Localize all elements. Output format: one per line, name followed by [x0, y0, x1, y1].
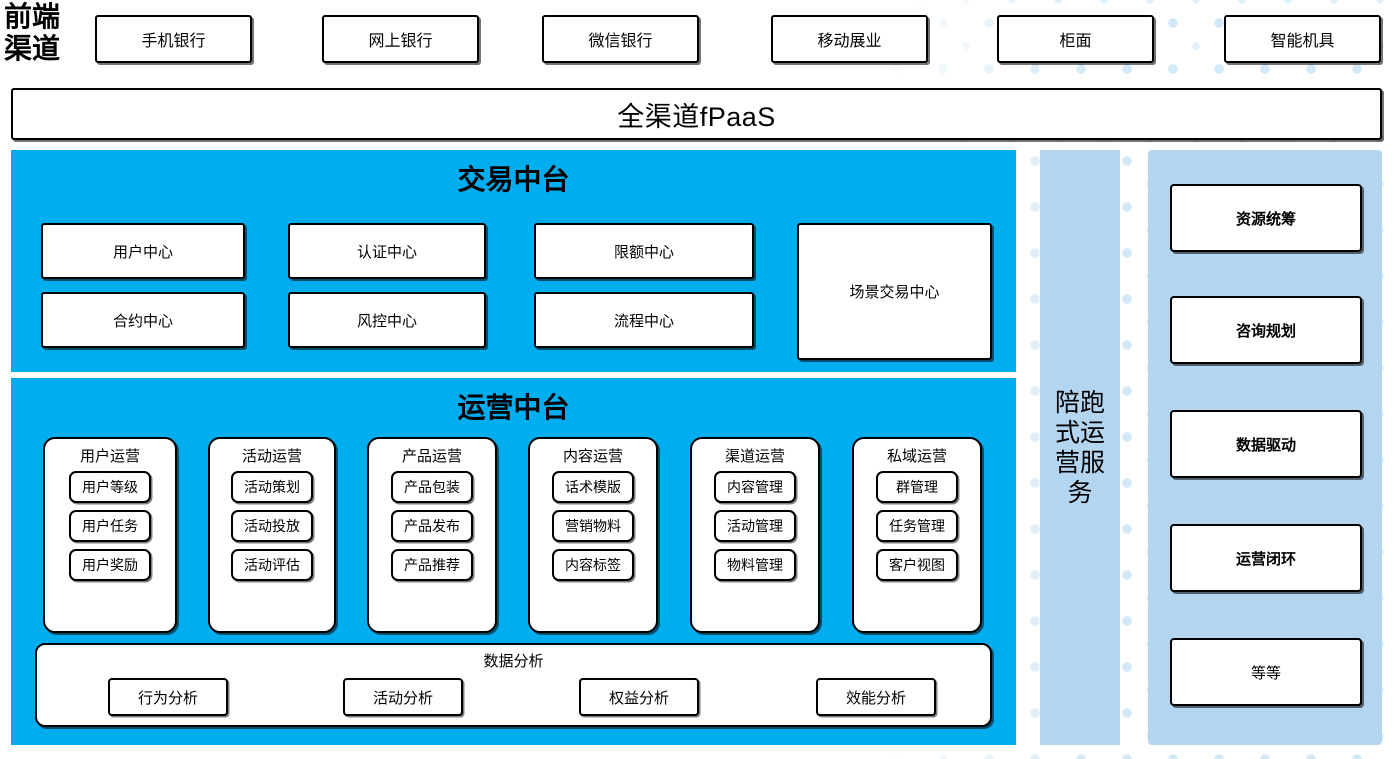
ops-item[interactable]: 群管理	[876, 471, 958, 503]
accompany-service-label: 陪跑式运营服务	[1054, 388, 1105, 507]
ops-group-title: 渠道运营	[724, 448, 785, 465]
omnichannel-fpaas-bar[interactable]: 全渠道fPaaS	[11, 88, 1382, 140]
ops-group-channel-operations[interactable]: 渠道运营 内容管理 活动管理 物料管理	[690, 437, 820, 633]
ops-item[interactable]: 内容管理	[714, 471, 796, 503]
value-box-data-driven[interactable]: 数据驱动	[1170, 410, 1362, 478]
trade-box-limit-center[interactable]: 限额中心	[534, 223, 754, 279]
ops-item[interactable]: 营销物料	[552, 510, 634, 542]
value-box-etc[interactable]: 等等	[1170, 638, 1362, 706]
ops-item[interactable]: 产品发布	[391, 510, 473, 542]
channel-box-online-bank[interactable]: 网上银行	[322, 15, 479, 63]
data-analysis-box-campaign[interactable]: 活动分析	[343, 678, 463, 716]
ops-item[interactable]: 话术模版	[552, 471, 634, 503]
channel-box-mobile-biz[interactable]: 移动展业	[771, 15, 928, 63]
ops-item[interactable]: 客户视图	[876, 549, 958, 581]
ops-item[interactable]: 物料管理	[714, 549, 796, 581]
trade-box-process-center[interactable]: 流程中心	[534, 292, 754, 348]
value-box-consulting-planning[interactable]: 咨询规划	[1170, 296, 1362, 364]
ops-item[interactable]: 用户任务	[69, 510, 151, 542]
ops-item[interactable]: 活动评估	[231, 549, 313, 581]
trade-platform-title: 交易中台	[457, 165, 570, 196]
front-end-channel-label: 前端渠道	[4, 2, 61, 65]
ops-group-title: 用户运营	[79, 448, 140, 465]
ops-group-title: 产品运营	[401, 448, 462, 465]
ops-item[interactable]: 活动管理	[714, 510, 796, 542]
ops-item[interactable]: 活动策划	[231, 471, 313, 503]
data-analysis-box-efficiency[interactable]: 效能分析	[816, 678, 936, 716]
ops-item[interactable]: 用户等级	[69, 471, 151, 503]
ops-group-product-operations[interactable]: 产品运营 产品包装 产品发布 产品推荐	[367, 437, 497, 633]
ops-item[interactable]: 任务管理	[876, 510, 958, 542]
data-analysis-box-behavior[interactable]: 行为分析	[108, 678, 228, 716]
ops-group-user-operations[interactable]: 用户运营 用户等级 用户任务 用户奖励	[43, 437, 177, 633]
data-analysis-box-benefit[interactable]: 权益分析	[579, 678, 699, 716]
ops-group-title: 内容运营	[562, 448, 623, 465]
ops-item[interactable]: 产品推荐	[391, 549, 473, 581]
ops-item[interactable]: 产品包装	[391, 471, 473, 503]
accompany-service-column: 陪跑式运营服务	[1040, 150, 1120, 745]
ops-item[interactable]: 用户奖励	[69, 549, 151, 581]
data-analysis-title: 数据分析	[483, 653, 544, 670]
trade-box-contract-center[interactable]: 合约中心	[41, 292, 245, 348]
ops-group-private-domain-operations[interactable]: 私域运营 群管理 任务管理 客户视图	[852, 437, 982, 633]
value-box-operation-closed-loop[interactable]: 运营闭环	[1170, 524, 1362, 592]
ops-group-title: 私域运营	[886, 448, 947, 465]
value-box-resource-coordination[interactable]: 资源统筹	[1170, 184, 1362, 252]
data-analysis-strip: 数据分析 行为分析 活动分析 权益分析 效能分析	[35, 643, 992, 727]
channel-box-mobile-bank[interactable]: 手机银行	[95, 15, 252, 63]
channel-box-counter[interactable]: 柜面	[997, 15, 1154, 63]
trade-box-scene-transaction-center[interactable]: 场景交易中心	[797, 223, 992, 360]
ops-platform-title: 运营中台	[457, 393, 570, 424]
ops-group-content-operations[interactable]: 内容运营 话术模版 营销物料 内容标签	[528, 437, 658, 633]
value-proposition-column: 资源统筹 咨询规划 数据驱动 运营闭环 等等	[1148, 150, 1382, 745]
ops-item[interactable]: 内容标签	[552, 549, 634, 581]
trade-box-auth-center[interactable]: 认证中心	[288, 223, 486, 279]
trade-box-user-center[interactable]: 用户中心	[41, 223, 245, 279]
ops-group-campaign-operations[interactable]: 活动运营 活动策划 活动投放 活动评估	[208, 437, 336, 633]
channel-box-wechat-bank[interactable]: 微信银行	[542, 15, 699, 63]
channel-box-smart-device[interactable]: 智能机具	[1224, 15, 1381, 63]
trade-box-risk-center[interactable]: 风控中心	[288, 292, 486, 348]
ops-group-title: 活动运营	[241, 448, 302, 465]
ops-item[interactable]: 活动投放	[231, 510, 313, 542]
